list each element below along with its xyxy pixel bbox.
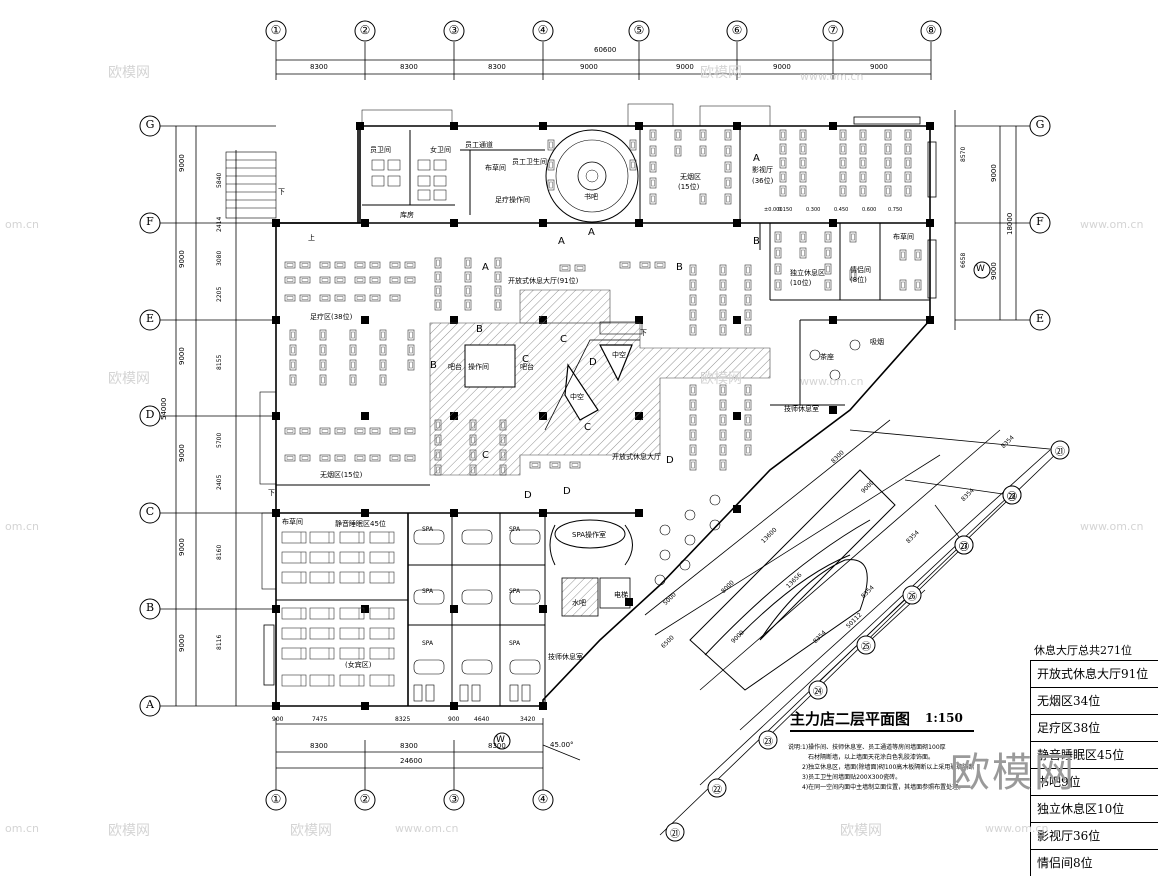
note-line: 2)独立休息区，墙面(除墙面)砌100高木板隔断以上采用玻璃隔断 <box>802 764 975 771</box>
sheet-title: 主力店二层平面图 <box>790 710 911 728</box>
diagonal-wing <box>689 469 896 691</box>
atrium-floor <box>429 289 771 476</box>
seat-table-row: 影视厅36位 <box>1030 822 1158 849</box>
cinema-seats <box>779 129 912 197</box>
exterior-stair-north <box>361 103 771 127</box>
no-smoking-left-seats <box>284 427 416 462</box>
watermark-logo: 欧模网 <box>840 823 882 839</box>
seat-table-row: 无烟区34位 <box>1030 687 1158 714</box>
watermark-url: www.om.cn <box>985 822 1049 835</box>
watermark-logo: 欧模网 <box>290 823 332 839</box>
watermark-logo-large: 欧模网 <box>950 750 1076 796</box>
seat-table-row: 静音睡眠区45位 <box>1030 741 1158 768</box>
left-dimensions <box>160 125 276 707</box>
seat-table-row: 情侣间8位 <box>1030 849 1158 876</box>
watermark-url: www.om.cn <box>800 375 864 388</box>
private-room-seats <box>774 231 922 291</box>
exterior-stair-west <box>259 391 277 590</box>
restroom-fixtures <box>371 159 447 201</box>
watermark-url: om.cn <box>5 218 39 231</box>
cinema-screen <box>263 116 937 686</box>
watermark-logo: 欧模网 <box>700 65 742 81</box>
book-bar-round <box>545 129 639 223</box>
exterior-stair-left <box>225 151 277 219</box>
grid-bubbles <box>139 20 1070 842</box>
cafe-tables <box>654 339 861 586</box>
title-underline <box>790 730 974 732</box>
top-dimensions <box>275 42 932 80</box>
watermark-logo: 欧模网 <box>108 823 150 839</box>
seat-table-row: 开放式休息大厅91位 <box>1030 660 1158 687</box>
watermark-url: www.om.cn <box>800 70 864 83</box>
seat-summary-table: 休息大厅总共271位 开放式休息大厅91位 无烟区34位 足疗区38位 静音睡眠… <box>1030 640 1158 876</box>
watermark-url: om.cn <box>5 822 39 835</box>
design-notes: 说明:1)操作间、技师休息室、员工通道等房间墙面砌100厚 石材隔断墙，以上墙面… <box>788 743 1028 793</box>
elevator-core <box>561 577 631 617</box>
watermark-logo: 欧模网 <box>108 371 150 387</box>
watermark-url: www.om.cn <box>395 822 459 835</box>
watermark-logo: 欧模网 <box>700 371 742 387</box>
note-line: 3)员工卫生间墙面贴200X300瓷砖。 <box>802 774 902 781</box>
sleep-beds <box>281 531 395 687</box>
note-line: 石材隔断墙，以上墙面天花涂白色乳胶漆饰面。 <box>808 754 935 761</box>
seat-table-row: 独立休息区10位 <box>1030 795 1158 822</box>
spa-reception <box>549 519 633 566</box>
right-dimensions <box>954 110 1030 330</box>
note-line: 说明:1)操作间、技师休息室、员工通道等房间墙面砌100厚 <box>788 744 946 751</box>
partitions <box>276 130 930 706</box>
watermark-logo: 欧模网 <box>108 65 150 81</box>
spa-tubs <box>413 529 541 702</box>
watermark-url: www.om.cn <box>1080 520 1144 533</box>
foot-therapy-seats <box>284 261 416 386</box>
note-line: 4)在同一空间内面中主墙制立面位置，其墙面参照布置处理。 <box>802 784 965 791</box>
watermark-url: om.cn <box>5 520 39 533</box>
columns <box>272 122 934 710</box>
seat-table-row: 足疗区38位 <box>1030 714 1158 741</box>
seat-table-caption: 休息大厅总共271位 <box>1034 644 1132 657</box>
watermark-url: www.om.cn <box>1080 218 1144 231</box>
seat-table-row: 书吧9位 <box>1030 768 1158 795</box>
sheet-scale: 1:150 <box>925 711 963 725</box>
bottom-dimensions <box>275 718 581 790</box>
